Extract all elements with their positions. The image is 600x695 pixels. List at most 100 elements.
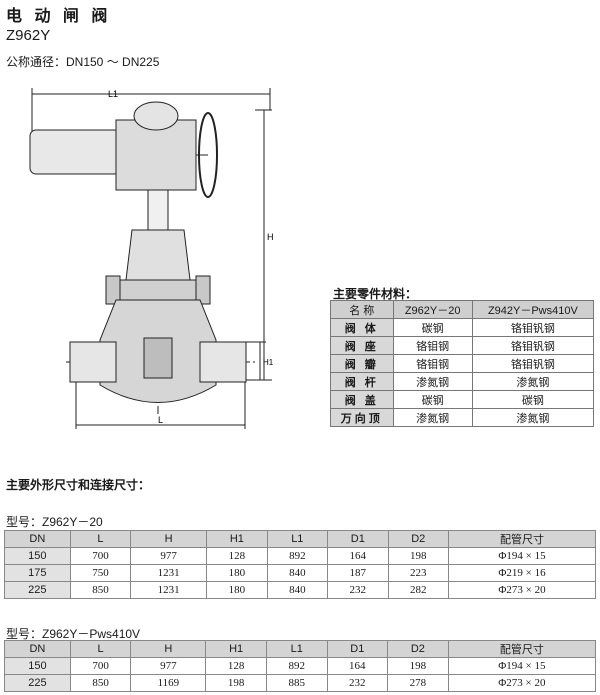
part-name: 阀 杆 bbox=[330, 372, 394, 391]
dims-header: L1 bbox=[266, 530, 329, 548]
dim-cell: 840 bbox=[266, 564, 329, 582]
dim-cell: 1231 bbox=[130, 564, 208, 582]
dim-cell: 1169 bbox=[130, 674, 207, 692]
dims-header: D1 bbox=[326, 640, 389, 658]
page-title: 电 动 闸 阀 bbox=[6, 8, 112, 25]
table-row: 万向顶渗氮钢渗氮钢 bbox=[330, 408, 595, 427]
material-cell: 铬钼钢 bbox=[392, 354, 473, 373]
dim-cell: 892 bbox=[265, 657, 328, 675]
dim-cell: 180 bbox=[206, 581, 268, 599]
model-number: Z962Y bbox=[6, 27, 51, 44]
part-name: 阀 体 bbox=[330, 318, 394, 337]
type-label: 型号：Z962Y－20 bbox=[6, 515, 103, 529]
table-row: 阀 瓣铬钼钢铬钼钒钢 bbox=[330, 354, 595, 373]
parts-header: 名 称 bbox=[330, 300, 394, 319]
type-label: 型号：Z962Y－Pws410V bbox=[6, 627, 141, 641]
dims-header: D2 bbox=[387, 530, 449, 548]
dims-header-row: DN L H H1 L1 D1 D2 配管尺寸 bbox=[4, 640, 597, 658]
dims-header: L1 bbox=[265, 640, 328, 658]
material-cell: 铬钼钒钢 bbox=[471, 336, 595, 355]
l1-label: L1 bbox=[108, 89, 118, 99]
dim-cell: 164 bbox=[326, 657, 389, 675]
dim-cell: 180 bbox=[206, 564, 268, 582]
dims-header: H1 bbox=[205, 640, 267, 658]
material-cell: 碳钢 bbox=[392, 318, 473, 337]
dim-cell: Φ273 × 20 bbox=[447, 674, 597, 692]
dn-cell: 225 bbox=[4, 581, 71, 599]
dim-cell: 198 bbox=[205, 674, 267, 692]
dims-table-2: DN L H H1 L1 D1 D2 配管尺寸 150 700 977 128 … bbox=[4, 640, 597, 692]
dim-cell: 198 bbox=[387, 657, 449, 675]
material-cell: 碳钢 bbox=[471, 390, 595, 409]
h-label: H bbox=[267, 232, 274, 242]
part-name: 阀 座 bbox=[330, 336, 394, 355]
dim-cell: 128 bbox=[206, 547, 268, 565]
dims-header: H1 bbox=[206, 530, 268, 548]
dims-header: H bbox=[130, 530, 208, 548]
table-row: 阀 座铬钼钢铬钼钒钢 bbox=[330, 336, 595, 355]
dim-cell: 885 bbox=[265, 674, 328, 692]
dims-header: L bbox=[69, 530, 132, 548]
material-cell: 铬钼钒钢 bbox=[471, 318, 595, 337]
dim-cell: 232 bbox=[326, 674, 389, 692]
dim-cell: Φ194 × 15 bbox=[447, 547, 597, 565]
dim-cell: 164 bbox=[327, 547, 389, 565]
dims-title: 主要外形尺寸和连接尺寸： bbox=[6, 478, 151, 492]
material-cell: 渗氮钢 bbox=[392, 372, 473, 391]
dim-cell: 892 bbox=[266, 547, 329, 565]
table-row: 150 700 977 128 892 164 198 Φ194 × 15 bbox=[4, 657, 597, 675]
table-row: 175 750 1231 180 840 187 223 Φ219 × 16 bbox=[4, 564, 597, 582]
material-cell: 铬钼钒钢 bbox=[471, 354, 595, 373]
dim-cell: 198 bbox=[387, 547, 449, 565]
part-name: 万向顶 bbox=[330, 408, 394, 427]
l-label: L bbox=[158, 415, 163, 425]
dims-header: L bbox=[69, 640, 132, 658]
dim-cell: Φ194 × 15 bbox=[447, 657, 597, 675]
material-cell: 渗氮钢 bbox=[471, 372, 595, 391]
parts-header: Z942Y－Pws410V bbox=[471, 300, 595, 319]
valve-drawing: L1 H H1 L bbox=[29, 88, 274, 429]
dims-header-row: DN L H H1 L1 D1 D2 配管尺寸 bbox=[4, 530, 597, 548]
dims-header: DN bbox=[4, 530, 71, 548]
dims-header: H bbox=[130, 640, 207, 658]
table-row: 225 850 1169 198 885 232 278 Φ273 × 20 bbox=[4, 674, 597, 692]
dim-cell: 128 bbox=[205, 657, 267, 675]
dim-cell: Φ273 × 20 bbox=[447, 581, 597, 599]
dn-cell: 150 bbox=[4, 657, 71, 675]
material-cell: 渗氮钢 bbox=[471, 408, 595, 427]
parts-title: 主要零件材料： bbox=[333, 287, 418, 301]
dim-cell: 278 bbox=[387, 674, 449, 692]
dn-cell: 225 bbox=[4, 674, 71, 692]
dim-cell: 850 bbox=[69, 674, 132, 692]
dims-table-1: DN L H H1 L1 D1 D2 配管尺寸 150 700 977 128 … bbox=[4, 530, 597, 599]
dim-cell: 977 bbox=[130, 547, 208, 565]
dim-cell: 282 bbox=[387, 581, 449, 599]
dim-cell: 850 bbox=[69, 581, 132, 599]
dims-header: 配管尺寸 bbox=[447, 530, 597, 548]
parts-header: Z962Y－20 bbox=[392, 300, 473, 319]
nominal-diameter: 公称通径：DN150 ～ DN225 bbox=[6, 55, 160, 69]
dim-cell: 1231 bbox=[130, 581, 208, 599]
table-row: 225 850 1231 180 840 232 282 Φ273 × 20 bbox=[4, 581, 597, 599]
dim-cell: 977 bbox=[130, 657, 207, 675]
dims-header: D1 bbox=[327, 530, 389, 548]
dim-cell: 223 bbox=[387, 564, 449, 582]
dims-header: DN bbox=[4, 640, 71, 658]
dim-cell: 840 bbox=[266, 581, 329, 599]
dims-header: D2 bbox=[387, 640, 449, 658]
table-row: 阀 杆渗氮钢渗氮钢 bbox=[330, 372, 595, 391]
dim-cell: 750 bbox=[69, 564, 132, 582]
material-cell: 铬钼钢 bbox=[392, 336, 473, 355]
dim-cell: 700 bbox=[69, 547, 132, 565]
parts-table: 名 称 Z962Y－20 Z942Y－Pws410V 阀 体碳钢铬钼钒钢 阀 座… bbox=[330, 300, 595, 427]
dims-header: 配管尺寸 bbox=[447, 640, 597, 658]
part-name: 阀 瓣 bbox=[330, 354, 394, 373]
material-cell: 碳钢 bbox=[392, 390, 473, 409]
parts-header-row: 名 称 Z962Y－20 Z942Y－Pws410V bbox=[330, 300, 595, 319]
h1-label: H1 bbox=[263, 358, 274, 367]
dim-cell: 232 bbox=[327, 581, 389, 599]
table-row: 阀 盖碳钢碳钢 bbox=[330, 390, 595, 409]
material-cell: 渗氮钢 bbox=[392, 408, 473, 427]
part-name: 阀 盖 bbox=[330, 390, 394, 409]
table-row: 阀 体碳钢铬钼钒钢 bbox=[330, 318, 595, 337]
